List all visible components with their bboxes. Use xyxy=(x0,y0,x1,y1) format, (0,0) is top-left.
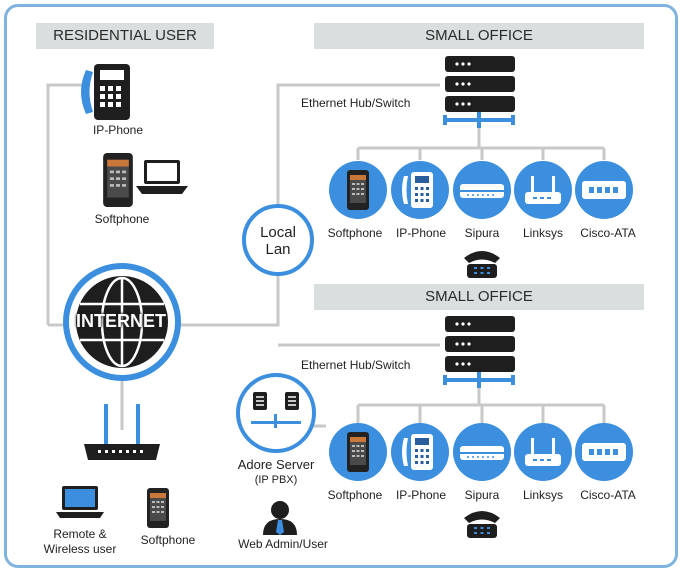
laptop-icon xyxy=(136,160,188,194)
desk-phone-icon xyxy=(464,251,500,278)
office-bottom-device-label-3: Linksys xyxy=(522,488,564,502)
residential-softphone-label: Softphone xyxy=(94,212,150,226)
lan-bar-icon-2 xyxy=(443,372,515,388)
local-lan-line1: Local xyxy=(260,224,296,241)
remote-user-line2: Wireless user xyxy=(43,542,117,556)
diagram-frame xyxy=(4,4,678,568)
office-bottom-device-label-2: Sipura xyxy=(464,488,500,502)
switch-rack-icon xyxy=(445,56,515,112)
office-devices-bottom xyxy=(329,423,633,481)
office-top-device-label-4: Cisco-ATA xyxy=(580,226,636,240)
remote-user-line1: Remote & xyxy=(53,527,107,541)
office-bottom-device-label-4: Cisco-ATA xyxy=(580,488,636,502)
office-top-device-label-1: IP-Phone xyxy=(395,226,447,240)
remote-user-label: Remote & Wireless user xyxy=(44,527,117,557)
residential-softphone-icon xyxy=(103,153,133,207)
wireless-router-icon xyxy=(84,404,160,460)
office-devices-top xyxy=(329,161,633,219)
hub-label-top: Ethernet Hub/Switch xyxy=(301,96,411,110)
residential-ip-phone-label: IP-Phone xyxy=(92,123,144,137)
internet-label: INTERNET xyxy=(76,311,166,331)
local-lan-label: Local Lan xyxy=(260,224,296,258)
remote-softphone-icon xyxy=(147,488,169,528)
adore-server-icon xyxy=(236,373,316,453)
residential-user-banner: RESIDENTIAL USER xyxy=(36,23,214,49)
office-top-device-label-2: Sipura xyxy=(464,226,500,240)
remote-laptop-icon xyxy=(56,486,104,518)
office-top-device-label-0: Softphone xyxy=(327,226,383,240)
office-bottom-device-label-0: Softphone xyxy=(327,488,383,502)
web-admin-label: Web Admin/User xyxy=(238,537,328,551)
office-bottom-device-label-1: IP-Phone xyxy=(395,488,447,502)
remote-softphone-label: Softphone xyxy=(140,533,196,547)
internet-globe-icon xyxy=(63,263,181,381)
small-office-banner-top: SMALL OFFICE xyxy=(314,23,644,49)
adore-server-sublabel: (IP PBX) xyxy=(254,474,298,486)
residential-ip-phone-icon xyxy=(81,64,130,120)
web-admin-user-icon xyxy=(263,501,297,535)
local-lan-node xyxy=(242,204,314,276)
adore-server-label: Adore Server xyxy=(237,457,315,472)
small-office-banner-bottom: SMALL OFFICE xyxy=(314,284,644,310)
desk-phone-icon-2 xyxy=(464,511,500,538)
local-lan-line2: Lan xyxy=(265,241,291,258)
office-top-device-label-3: Linksys xyxy=(522,226,564,240)
hub-label-bottom: Ethernet Hub/Switch xyxy=(301,358,411,372)
lan-bar-icon xyxy=(443,112,515,128)
switch-rack-icon-2 xyxy=(445,316,515,372)
